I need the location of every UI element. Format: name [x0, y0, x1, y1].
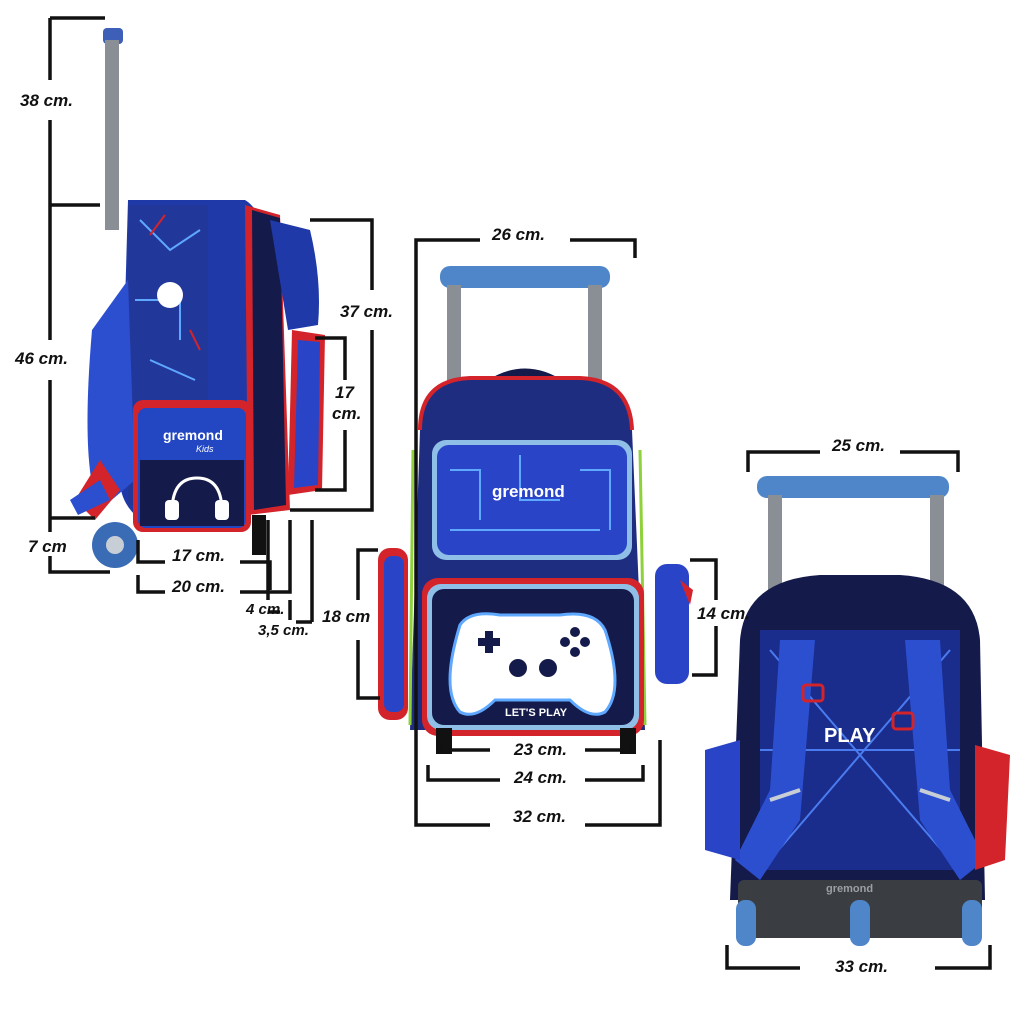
front-print: LET'S PLAY [505, 707, 568, 719]
dim-depth-bag: 17 cm. [172, 546, 225, 565]
dim-left-pocket-height: 18 cm [322, 607, 371, 626]
dim-pocket-height: 37 cm. [340, 302, 393, 321]
dim-total-width: 32 cm. [513, 807, 566, 826]
dim-base-width: 33 cm. [835, 957, 888, 976]
dim-right-pocket-height: 14 cm. [697, 604, 750, 623]
dim-back-handle-width: 25 cm. [832, 436, 885, 455]
dim-front-pocket-depth: 4 cm. [246, 601, 285, 618]
dim-wheel-height: 7 cm [28, 537, 67, 556]
right-shoulder-strap [905, 640, 985, 880]
gamepad-icon [448, 612, 617, 716]
wheel-center [850, 900, 870, 946]
side-view-bag: gremond Kids [70, 28, 325, 568]
wheel-left [736, 900, 756, 946]
back-handle-grip [757, 476, 949, 498]
front-logo: gremond [492, 482, 565, 501]
dim-handle-height: 38 cm. [20, 91, 73, 110]
back-print: PLAY [824, 725, 876, 747]
dimension-lines [48, 16, 992, 970]
dim-front-handle-width: 26 cm. [492, 225, 545, 244]
front-handle-grip [440, 266, 610, 288]
left-shoulder-strap [735, 640, 815, 880]
dim-inner-width: 24 cm. [514, 768, 567, 787]
dim-side-pocket-height-unit: cm. [332, 404, 362, 423]
handle-pole [105, 40, 119, 230]
back-view-bag: PLAY gremond [705, 476, 1010, 946]
base-logo: gremond [826, 883, 873, 895]
headphones-icon [165, 476, 229, 520]
dim-small-pocket-depth: 3,5 cm. [258, 622, 309, 639]
wheel-right [962, 900, 982, 946]
dim-side-pocket-height-value: 17 [335, 383, 354, 402]
dim-pocket-width: 23 cm. [514, 740, 567, 759]
dim-body-height: 46 cm. [15, 349, 68, 368]
gamepad-button-icon [157, 282, 183, 308]
side-logo: gremond [163, 427, 223, 443]
side-logo-sub: Kids [196, 444, 214, 454]
front-view-bag: gremond LET'S PLAY [378, 266, 693, 754]
dim-depth-total: 20 cm. [172, 577, 225, 596]
